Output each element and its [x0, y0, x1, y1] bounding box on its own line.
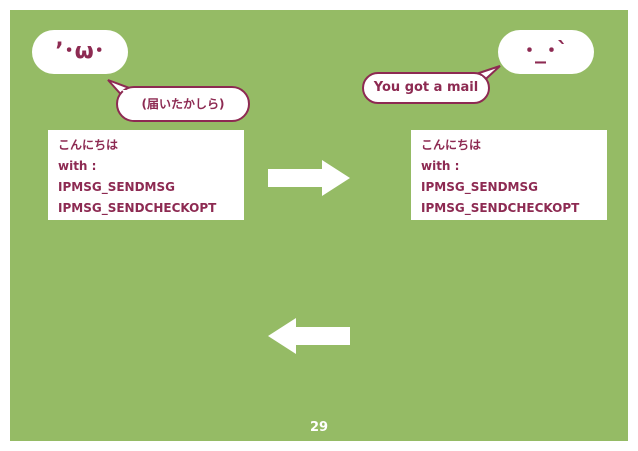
message-line: with :: [421, 159, 460, 173]
message-line: IPMSG_SENDCHECKOPT: [58, 201, 217, 215]
left-bubble-tail: [107, 65, 501, 102]
message-line: こんにちは: [58, 138, 119, 152]
page-number: 29: [309, 420, 329, 435]
sent-message-box: こんにちは with : IPMSG_SENDMSG IPMSG_SENDCHE…: [48, 130, 244, 220]
message-line: こんにちは: [421, 138, 482, 152]
slide: ’･ω･ ･_･` (届いたかしら) You got a mail こんにちは …: [10, 10, 628, 441]
right-speech-bubble: You got a mail: [362, 72, 490, 104]
message-line: IPMSG_SENDCHECKOPT: [421, 201, 580, 215]
message-line: with :: [58, 159, 97, 173]
left-face-emoticon: ’･ω･: [32, 30, 128, 74]
right-face-emoticon: ･_･`: [498, 30, 594, 74]
message-line: IPMSG_SENDMSG: [58, 180, 175, 194]
received-message-box: こんにちは with : IPMSG_SENDMSG IPMSG_SENDCHE…: [411, 130, 607, 220]
arrow-right-icon: [268, 160, 350, 196]
arrow-left-icon: [268, 318, 350, 354]
left-thought-bubble: (届いたかしら): [116, 86, 250, 122]
message-line: IPMSG_SENDMSG: [421, 180, 538, 194]
